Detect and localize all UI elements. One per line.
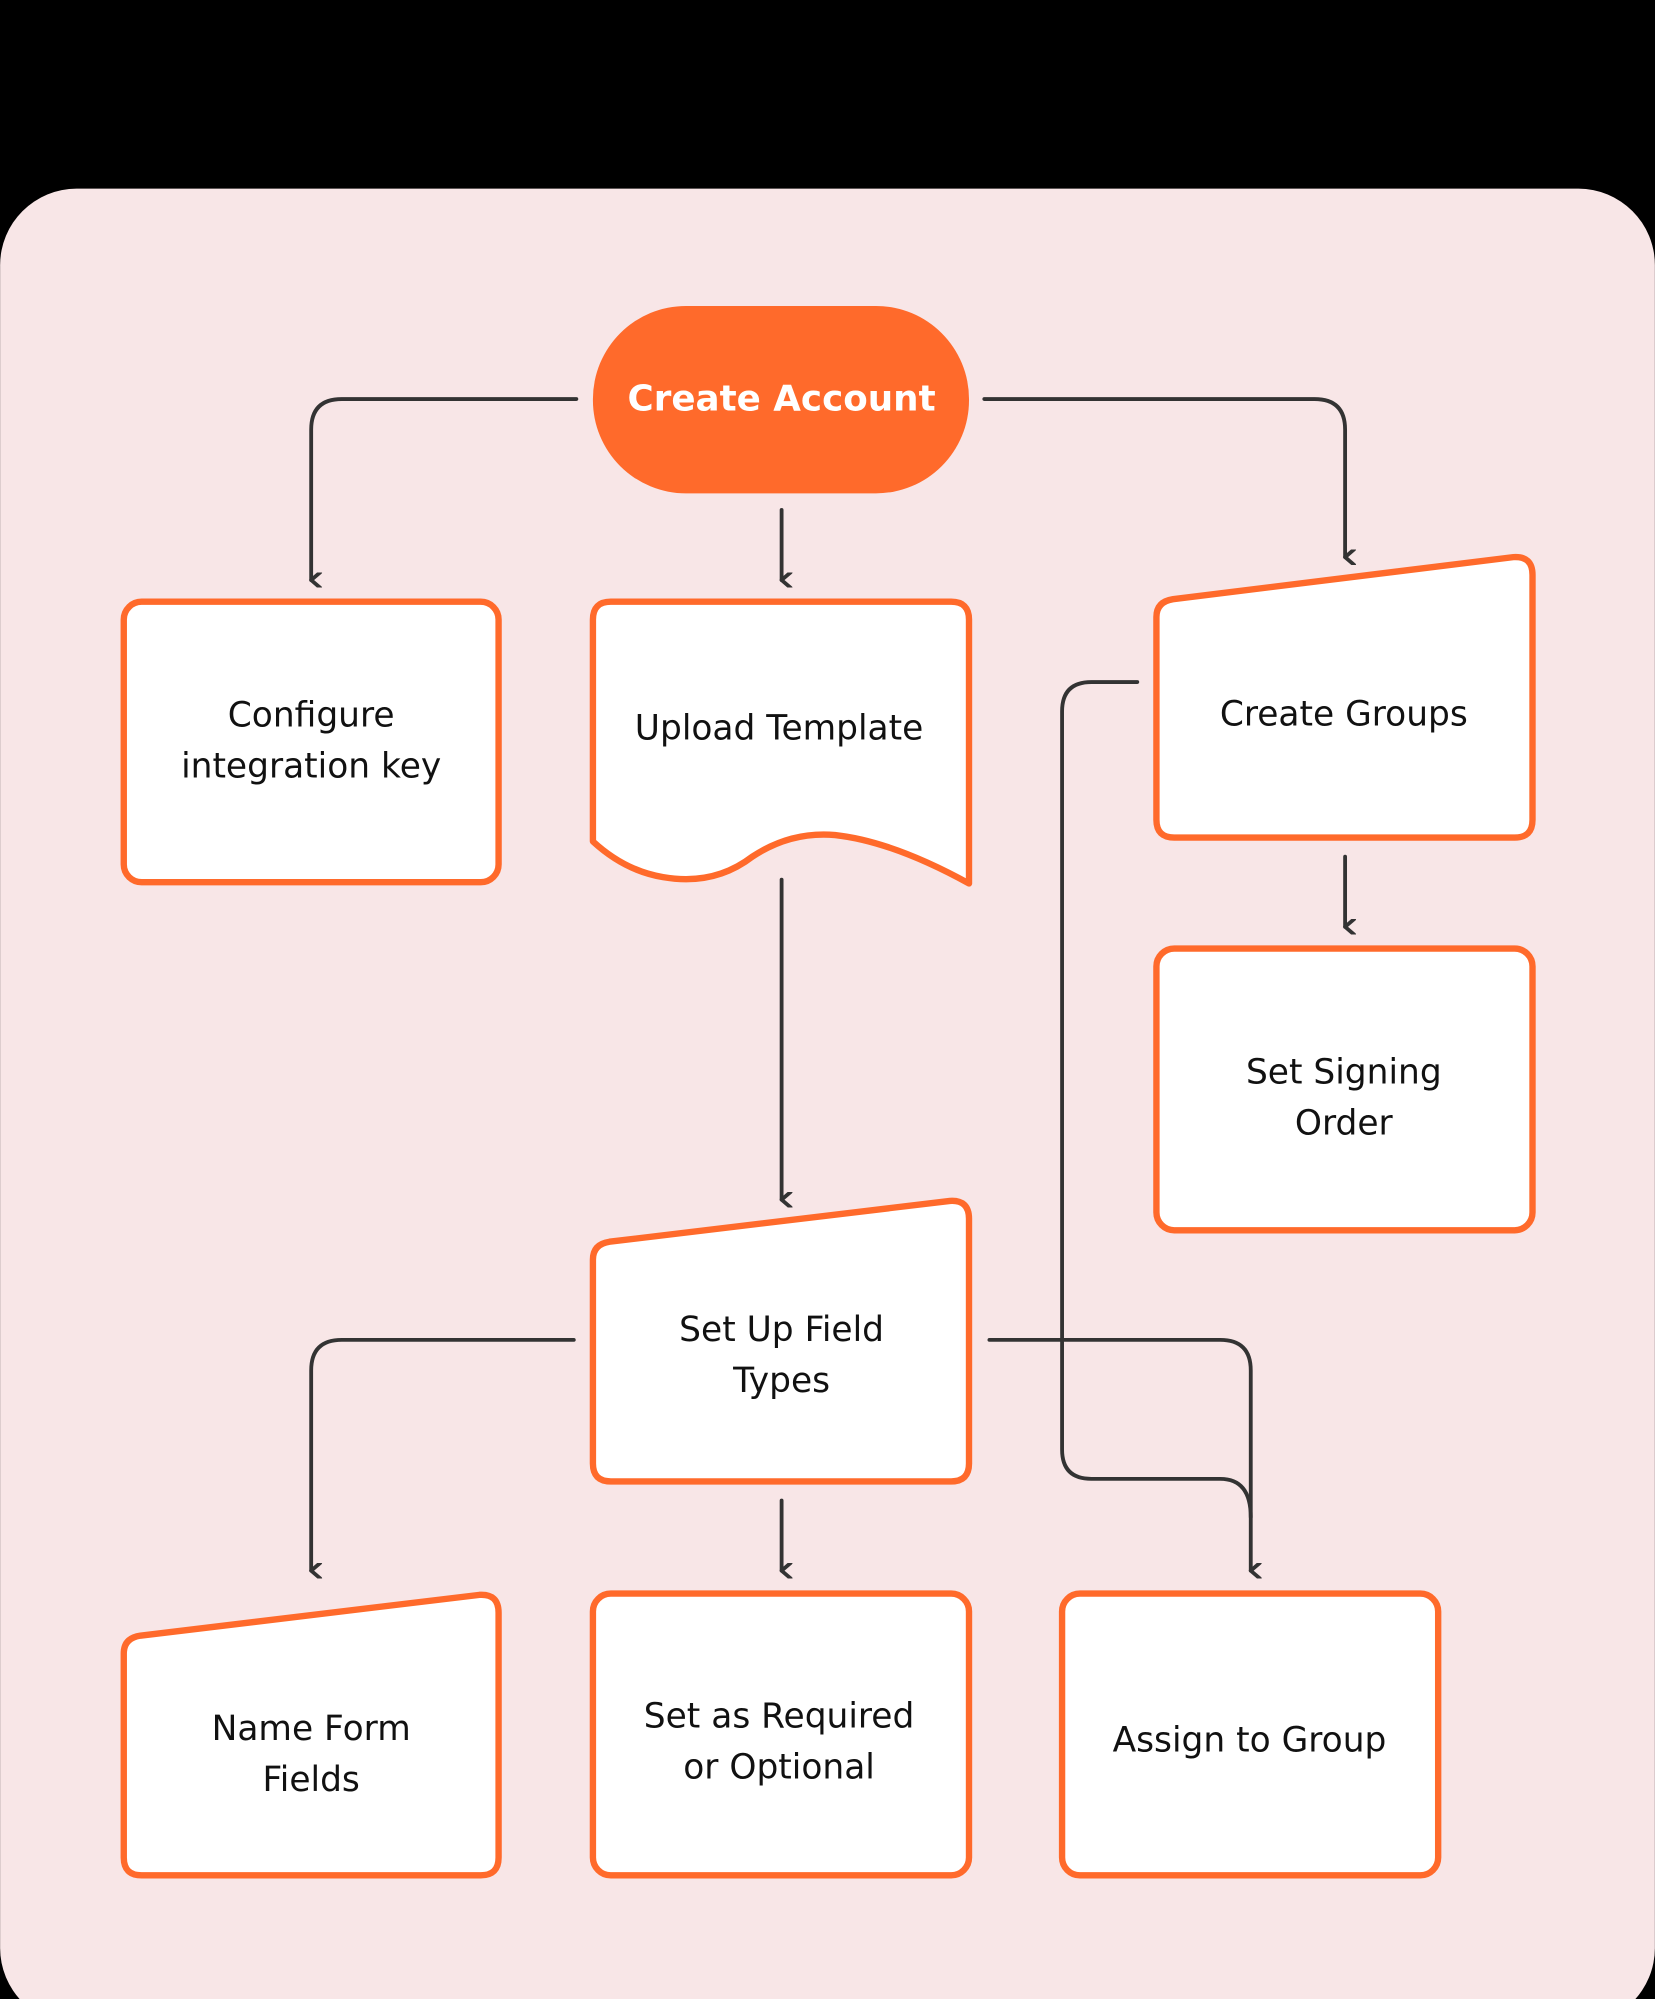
- node-label: integration key: [181, 747, 441, 787]
- node-configure-integration-key[interactable]: Configure integration key: [120, 598, 502, 886]
- node-label: Set Up Field: [679, 1310, 884, 1350]
- terminator-shape: [592, 305, 970, 494]
- process-shape: [120, 598, 502, 886]
- node-name-form-fields[interactable]: Name Form Fields: [120, 1591, 502, 1879]
- node-label: Configure: [228, 696, 395, 736]
- process-shape: [1058, 1590, 1442, 1879]
- node-label: Upload Template: [635, 708, 924, 748]
- manual-input-shape: [589, 1197, 973, 1485]
- process-shape: [1153, 945, 1536, 1234]
- edge-account-to-groups: [982, 397, 1345, 557]
- edges: [309, 397, 1345, 1571]
- edge-account-to-configure: [309, 397, 579, 580]
- node-create-groups[interactable]: Create Groups: [1153, 553, 1536, 841]
- node-upload-template[interactable]: Upload Template: [589, 598, 973, 887]
- node-label: Create Account: [628, 379, 936, 420]
- node-create-account[interactable]: Create Account: [592, 305, 970, 494]
- document-shape: [589, 598, 973, 887]
- node-label: Set as Required: [644, 1696, 915, 1736]
- edge-fieldtypes-to-assign: [987, 1337, 1250, 1571]
- node-set-required-optional[interactable]: Set as Required or Optional: [589, 1590, 973, 1879]
- node-label: Name Form: [212, 1709, 411, 1749]
- node-label: Types: [732, 1361, 830, 1401]
- manual-input-shape: [120, 1591, 502, 1879]
- node-label: Assign to Group: [1113, 1721, 1387, 1761]
- node-label: Create Groups: [1220, 694, 1468, 734]
- node-label: or Optional: [683, 1747, 875, 1787]
- node-label: Fields: [263, 1760, 360, 1800]
- process-shape: [589, 1590, 973, 1879]
- node-label: Set Signing: [1246, 1053, 1442, 1093]
- node-assign-to-group[interactable]: Assign to Group: [1058, 1590, 1442, 1879]
- node-label: Order: [1295, 1104, 1394, 1144]
- edge-fieldtypes-to-nameform: [309, 1337, 576, 1571]
- edge-groups-to-assign: [1060, 680, 1253, 1520]
- node-set-up-field-types[interactable]: Set Up Field Types: [589, 1197, 973, 1485]
- node-set-signing-order[interactable]: Set Signing Order: [1153, 945, 1536, 1234]
- manual-input-shape: [1153, 553, 1536, 841]
